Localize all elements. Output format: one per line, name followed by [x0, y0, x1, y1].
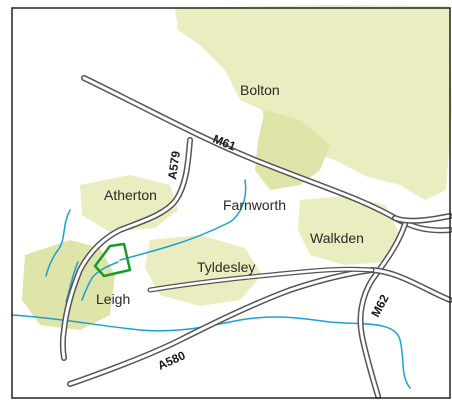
site-boundary — [93, 242, 132, 278]
place-labels: Bolton Atherton Farnworth Walkden Tyldes… — [96, 82, 364, 307]
brook-leigh-south — [65, 261, 79, 303]
map-border — [11, 7, 451, 399]
label-tyldesley: Tyldesley — [197, 259, 255, 275]
road-a579 — [61, 138, 192, 360]
river-main — [11, 314, 411, 389]
label-walkden: Walkden — [310, 230, 364, 246]
urban-area-leigh — [22, 240, 115, 330]
roads — [59, 75, 452, 399]
label-a579: A579 — [165, 150, 183, 181]
brook-west — [81, 261, 119, 301]
road-a580-outline — [67, 267, 452, 387]
label-farnworth: Farnworth — [223, 197, 286, 213]
urban-areas — [22, 5, 452, 330]
label-leigh: Leigh — [96, 291, 130, 307]
road-link-east — [393, 214, 452, 223]
urban-area-walkden — [298, 196, 400, 265]
road-m62 — [358, 222, 407, 398]
label-m62: M62 — [368, 292, 391, 319]
urban-area-bolton — [175, 5, 452, 200]
label-bolton: Bolton — [240, 82, 280, 98]
label-atherton: Atherton — [104, 187, 157, 203]
rivers — [11, 179, 411, 389]
brook-leigh-west — [45, 209, 71, 277]
road-minor — [148, 267, 374, 292]
road-a580 — [68, 268, 452, 386]
brook-north — [119, 179, 247, 261]
